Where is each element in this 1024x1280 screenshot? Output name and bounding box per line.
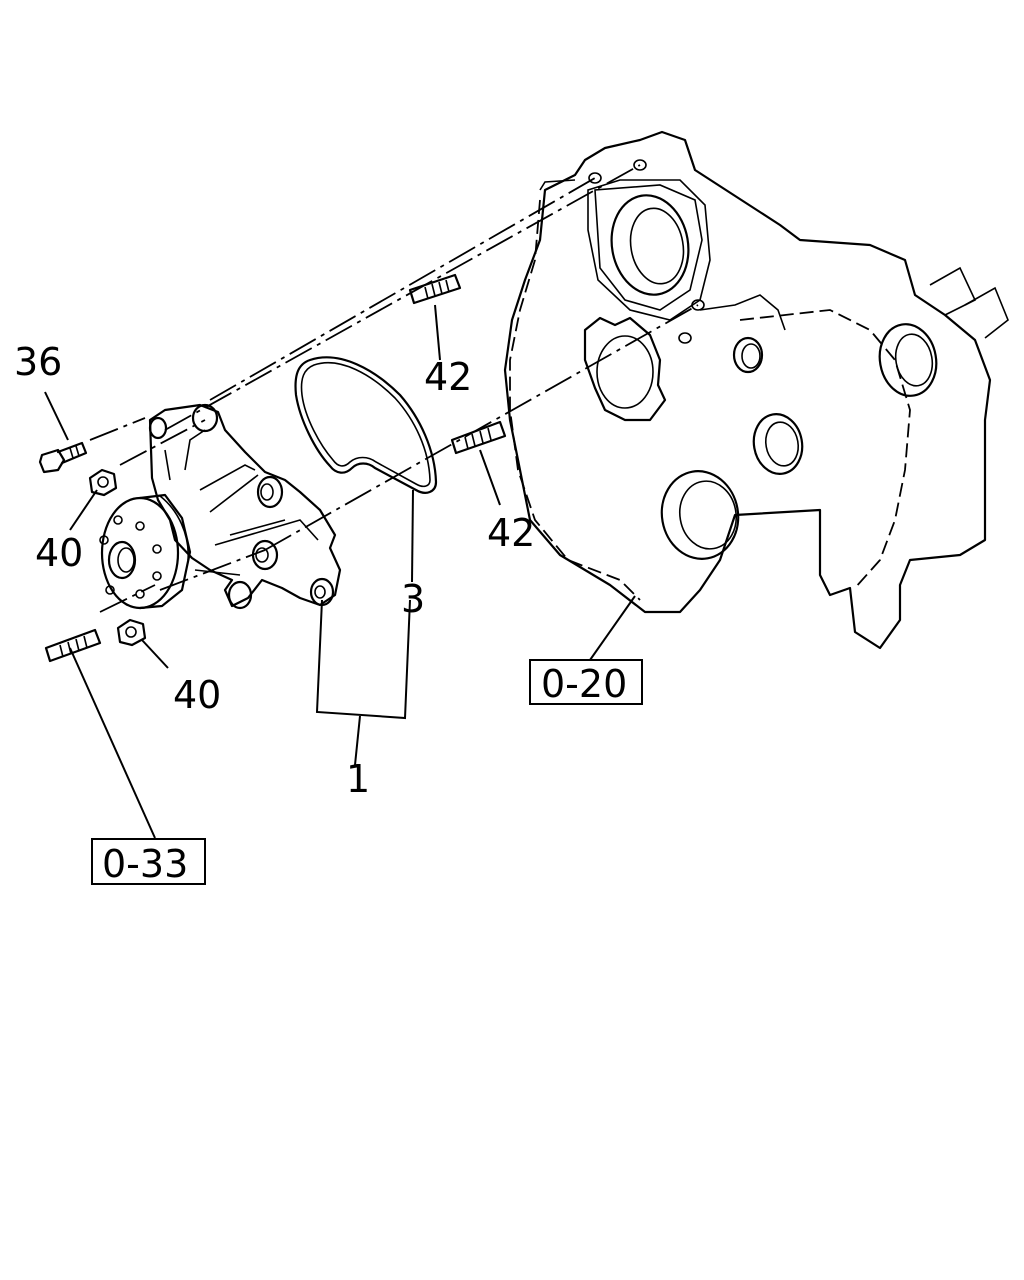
callout-1: 1: [346, 757, 370, 801]
callout-42-lower: 42: [487, 511, 535, 555]
stud-upper: [408, 273, 462, 305]
ref-box-0-20: 0-20: [529, 659, 643, 706]
gasket: [294, 356, 438, 494]
callout-36: 36: [14, 340, 62, 384]
ref-label-0-20: 0-20: [541, 662, 627, 706]
ref-label-0-33: 0-33: [102, 842, 188, 886]
nut-lower: [116, 618, 147, 647]
stud-lower: [450, 420, 507, 455]
center-lines: [89, 164, 699, 613]
gear-case: [503, 130, 1009, 650]
callout-40-lower: 40: [173, 673, 221, 717]
water-pump: [99, 403, 342, 610]
leader-lines: [44, 304, 636, 839]
callout-labels: 36 40 40 42 42 3 1: [14, 340, 535, 801]
bolt: [38, 441, 88, 474]
nut-upper: [88, 468, 118, 497]
callout-42-upper: 42: [424, 355, 472, 399]
stud-left: [44, 628, 102, 663]
callout-3: 3: [401, 577, 425, 621]
callout-40-upper: 40: [35, 531, 83, 575]
ref-box-0-33: 0-33: [91, 838, 206, 886]
